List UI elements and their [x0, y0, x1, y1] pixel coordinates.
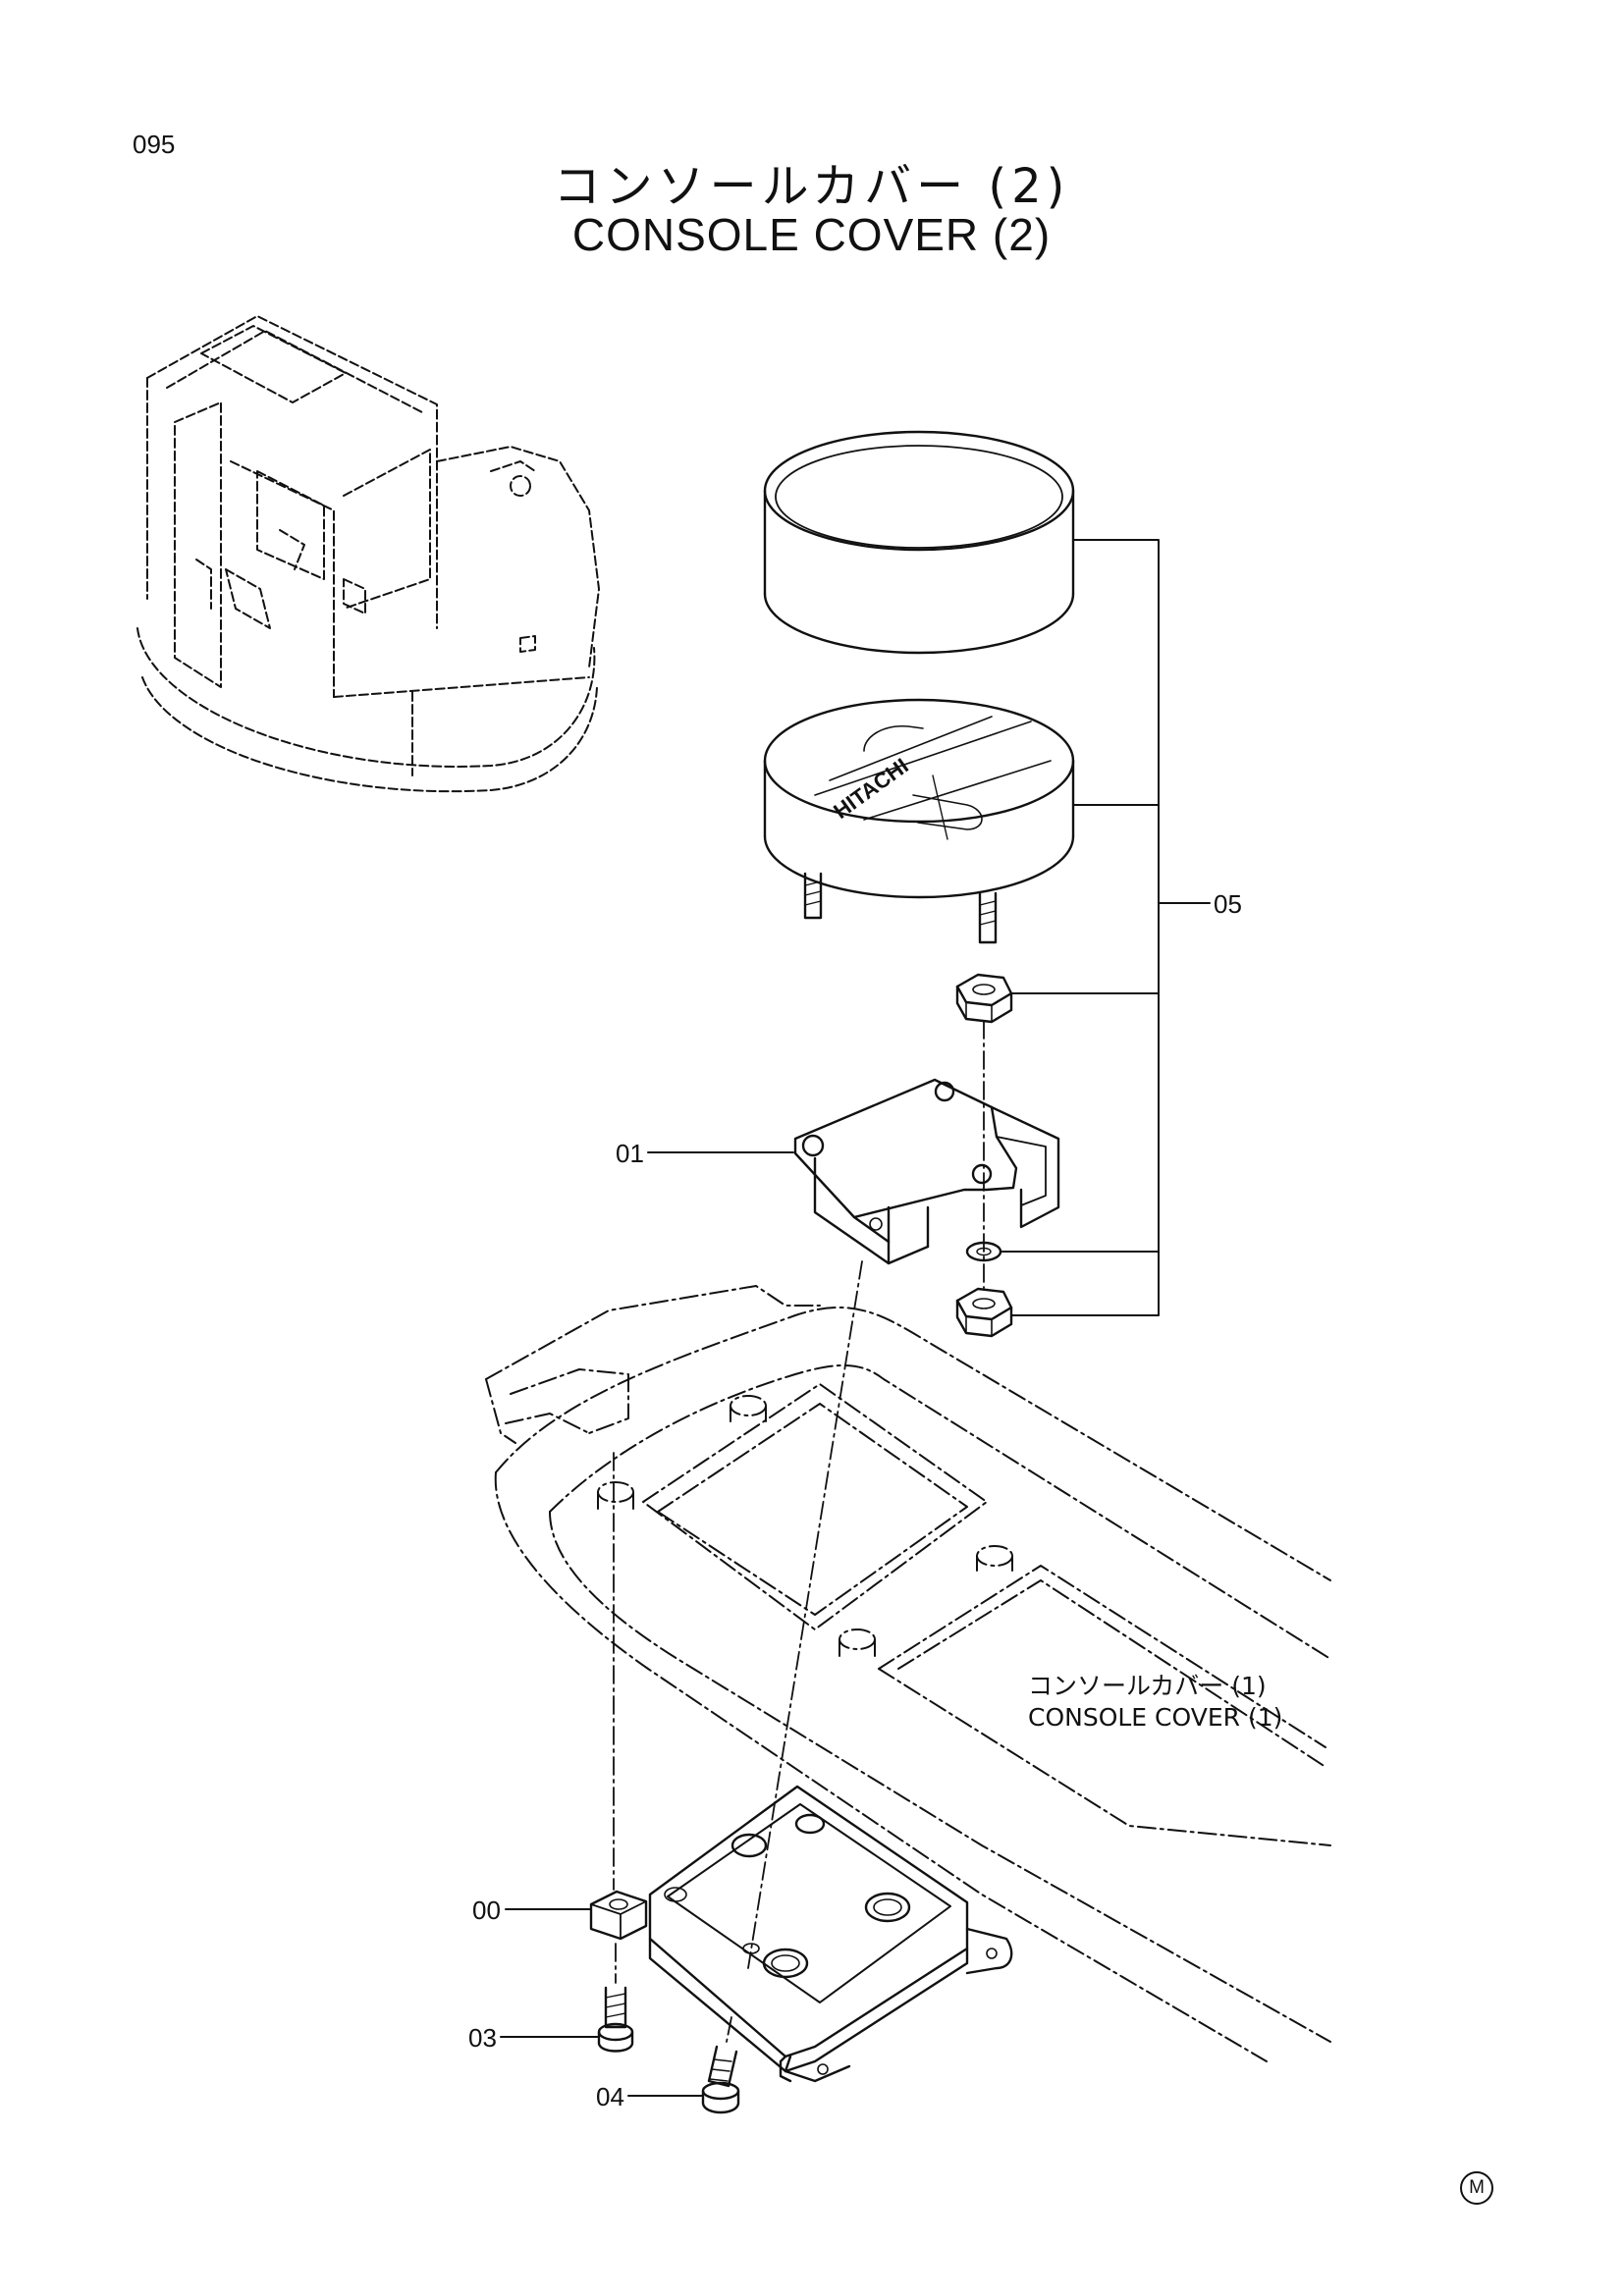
callout-04: 04	[596, 2082, 624, 2111]
bolt-03	[597, 1986, 634, 2053]
callout-05: 05	[1214, 889, 1242, 919]
assembly-centerlines	[613, 1020, 985, 2043]
bracket	[793, 1078, 1060, 1265]
title-japanese: コンソールカバー (2)	[553, 159, 1070, 214]
base-plate	[648, 1785, 1013, 2083]
spacer-block	[589, 1890, 648, 1941]
hex-nut-lower	[955, 1287, 1013, 1338]
cover-ring	[763, 430, 1075, 655]
hex-nut-upper	[955, 973, 1013, 1024]
callout-01: 01	[616, 1139, 644, 1168]
bolt-04	[701, 2045, 740, 2114]
callout-03: 03	[468, 2023, 497, 2053]
reference-label-en: CONSOLE COVER (1)	[1028, 1703, 1283, 1732]
emblem-cap	[763, 698, 1075, 944]
title-english: CONSOLE COVER (2)	[571, 209, 1052, 260]
callout-00: 00	[472, 1896, 501, 1925]
m-mark-symbol: M	[1460, 2171, 1493, 2205]
page-number: 095	[133, 130, 176, 159]
excavator-cab-view	[136, 315, 600, 793]
leader-lines	[500, 539, 1211, 2097]
reference-label-jp: コンソールカバー (1)	[1028, 1672, 1267, 1700]
console-frame-phantom	[485, 1285, 1331, 2062]
